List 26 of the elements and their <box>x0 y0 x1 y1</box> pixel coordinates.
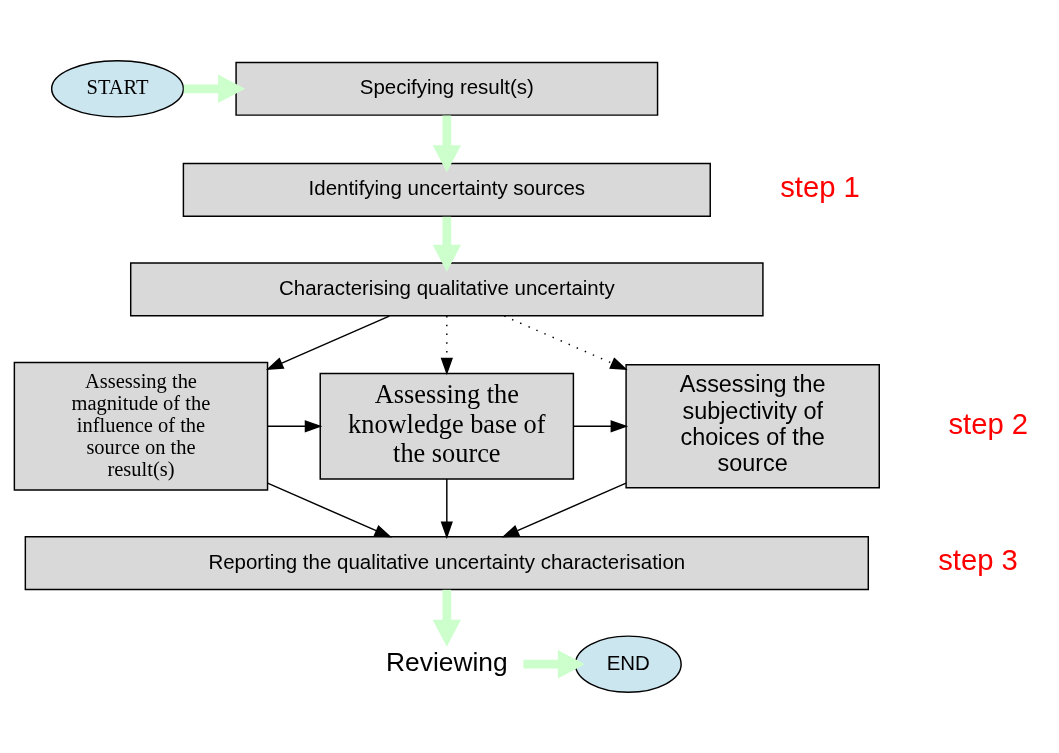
node-box: Identifying uncertainty sources <box>182 162 711 217</box>
arrow <box>432 216 461 272</box>
label: step 1 <box>780 171 860 204</box>
arrow <box>266 420 323 433</box>
arrow <box>266 482 392 538</box>
arrow <box>440 478 453 539</box>
arrow <box>183 74 246 103</box>
label: step 2 <box>948 407 1029 440</box>
node-text: Reviewing <box>386 646 508 677</box>
label: step 3 <box>938 544 1018 577</box>
arrow <box>432 589 461 647</box>
arrow <box>503 315 628 371</box>
node-ellipse: START <box>50 60 185 118</box>
arrow <box>440 315 453 376</box>
node-ellipse: END <box>574 635 682 693</box>
arrow <box>572 420 629 433</box>
node-box: Assessing the knowledge base of the source <box>319 372 575 480</box>
node-box: Reporting the qualitative uncertainty characterisation <box>24 536 869 591</box>
node-box: Assessing the magnitude of the influence of the source on the result(s) <box>13 361 269 491</box>
node-box: Characterising qualitative uncertainty <box>130 262 764 317</box>
node-box: Assessing the subjectivity of choices of the source <box>625 364 880 489</box>
arrow <box>432 115 461 173</box>
arrow <box>523 650 585 679</box>
arrow <box>265 315 391 371</box>
node-box: Specifying result(s) <box>235 61 659 116</box>
arrow <box>501 482 627 538</box>
